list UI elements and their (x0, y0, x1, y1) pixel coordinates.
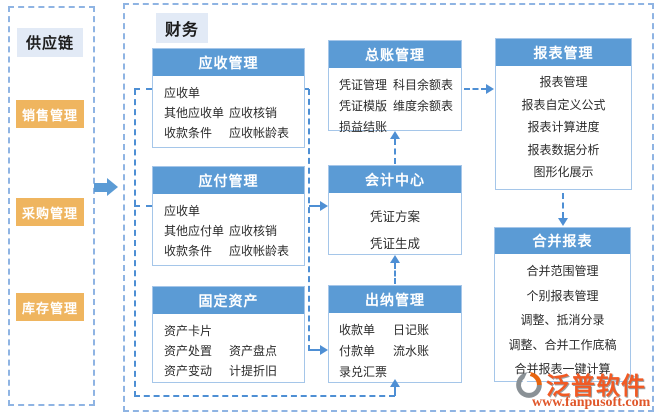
box-consolidated-items: 合并范围管理 个别报表管理 调整、抵消分录 调整、合并工作底稿 合并报表一键计算 (495, 254, 630, 382)
box-fixed-assets: 固定资产 资产卡片 资产处置 资产盘点 资产变动 计提折旧 (152, 286, 305, 383)
sidebar-item-sales: 销售管理 (16, 100, 84, 128)
box-cashier-items: 收款单 日记账 付款单 流水账 录兑汇票 (329, 313, 461, 383)
diagram-item: 维度余额表 (393, 99, 454, 113)
diagram-item: 收款单 (339, 323, 376, 337)
box-payables-items: 应收单 其他应付单 应收核销 收款条件 应收帐龄表 (153, 194, 304, 261)
diagram-item: 个别报表管理 (526, 288, 599, 303)
connector-reports-to-consolidated-line (562, 193, 564, 218)
diagram-item: 调整、合并工作底稿 (508, 337, 617, 352)
diagram-item: 日记账 (393, 323, 430, 337)
diagram-item: 凭证管理 (339, 78, 388, 92)
arrow-into-cashier-bottom-icon (390, 379, 400, 387)
vendor-name: 泛普软件 (546, 373, 646, 400)
box-general-ledger-header: 总账管理 (329, 41, 461, 68)
box-payables: 应付管理 应收单 其他应付单 应收核销 收款条件 应收帐龄表 (152, 166, 305, 266)
connector-left-rail (134, 89, 136, 397)
fanpu-logo-icon (516, 372, 542, 398)
box-cashier: 出纳管理 收款单 日记账 付款单 流水账 录兑汇票 (328, 285, 462, 383)
box-accounting-center-header: 会计中心 (329, 166, 461, 193)
diagram-item: 科目余额表 (393, 78, 454, 92)
diagram-item: 报表管理 (539, 75, 588, 89)
connector-receivables-right-stub (305, 88, 309, 90)
diagram-item: 付款单 (339, 344, 376, 358)
diagram-item: 其他应收单 (164, 106, 225, 120)
diagram-item: 资产卡片 (164, 324, 213, 338)
diagram-item: 报表数据分析 (527, 142, 600, 157)
flow-arrow-tip-icon (107, 178, 118, 196)
diagram-item: 合并范围管理 (526, 264, 599, 278)
box-receivables: 应收管理 应收单 其他应收单 应收核销 收款条件 应收帐龄表 (152, 48, 305, 148)
diagram-item: 资产盘点 (229, 344, 278, 358)
diagram-item: 报表计算进度 (527, 120, 600, 134)
arrow-into-reports-icon (486, 84, 494, 94)
arrow-into-consolidated-icon (558, 218, 568, 226)
diagram-item: 损益结账 (339, 120, 388, 134)
connector-accounting-to-ledger-line (394, 139, 396, 164)
connector-cashier-bottom-line (394, 387, 396, 396)
flow-arrow-icon (94, 183, 107, 192)
arrow-into-cashier-icon (320, 345, 328, 355)
box-fixed-assets-header: 固定资产 (153, 287, 304, 314)
diagram-item: 资产处置 (164, 344, 213, 358)
box-consolidated-header: 合并报表 (495, 228, 630, 254)
diagram-item (229, 201, 302, 221)
box-payables-header: 应付管理 (153, 167, 304, 194)
diagram-item: 流水账 (393, 344, 430, 358)
diagram-item (393, 117, 459, 138)
diagram-item: 应收帐龄表 (229, 126, 290, 140)
supply-chain-title: 供应链 (17, 28, 83, 57)
connector-middle-rail (308, 89, 310, 351)
diagram-item: 资产变动 (164, 364, 213, 378)
sidebar-item-inventory: 库存管理 (16, 293, 84, 321)
diagram-item: 收款条件 (164, 126, 213, 140)
diagram-item: 图形化展示 (533, 165, 594, 179)
connector-to-accounting-line (309, 205, 321, 207)
diagram-item: 凭证生成 (369, 237, 420, 251)
sidebar-item-purchase: 采购管理 (16, 198, 84, 226)
vendor-url: www.fanpusoft.com (532, 395, 651, 410)
connector-cashier-to-accounting-line (394, 263, 396, 284)
connector-receivables-stub (134, 88, 152, 90)
diagram-item: 应收帐龄表 (229, 244, 290, 258)
diagram-item: 凭证方案 (369, 210, 420, 224)
box-cashier-header: 出纳管理 (329, 286, 461, 313)
box-accounting-center: 会计中心 凭证方案 凭证生成 (328, 165, 462, 255)
box-consolidated: 合并报表 合并范围管理 个别报表管理 调整、抵消分录 调整、合并工作底稿 合并报… (494, 227, 631, 382)
diagram-item: 应收核销 (229, 106, 278, 120)
box-accounting-center-items: 凭证方案 凭证生成 (329, 193, 461, 258)
diagram-item (393, 362, 459, 383)
finance-title: 财务 (156, 13, 208, 43)
diagram-item: 调整、抵消分录 (520, 313, 605, 327)
diagram-item: 合并报表一键计算 (514, 362, 611, 376)
diagram-item: 应收单 (164, 204, 201, 218)
box-reports-items: 报表管理 报表自定义公式 报表计算进度 报表数据分析 图形化展示 (496, 66, 631, 184)
box-fixed-assets-items: 资产卡片 资产处置 资产盘点 资产变动 计提折旧 (153, 314, 304, 381)
box-general-ledger: 总账管理 凭证管理 科目余额表 凭证模版 维度余额表 损益结账 (328, 40, 462, 134)
connector-to-cashier-line (309, 349, 321, 351)
box-reports-header: 报表管理 (496, 39, 631, 66)
connector-bottom-rail (134, 395, 395, 397)
arrow-into-accounting-bottom-icon (390, 255, 400, 263)
diagram-item: 录兑汇票 (339, 365, 388, 379)
diagram-item: 计提折旧 (229, 364, 278, 378)
diagram-item: 收款条件 (164, 244, 213, 258)
box-receivables-header: 应收管理 (153, 49, 304, 76)
supply-chain-panel (8, 6, 95, 406)
diagram-item (229, 83, 302, 103)
diagram-item (229, 321, 302, 341)
box-general-ledger-items: 凭证管理 科目余额表 凭证模版 维度余额表 损益结账 (329, 68, 461, 138)
box-receivables-items: 应收单 其他应收单 应收核销 收款条件 应收帐龄表 (153, 76, 304, 143)
arrow-into-accounting-icon (320, 201, 328, 211)
vendor-logo: 泛普软件 www.fanpusoft.com (512, 366, 657, 416)
arrow-into-ledger-icon (390, 131, 400, 139)
diagram-item: 凭证模版 (339, 99, 388, 113)
diagram-item: 报表自定义公式 (521, 97, 606, 112)
connector-payables-stub (134, 205, 152, 207)
diagram-item: 其他应付单 (164, 224, 225, 238)
diagram-item: 应收单 (164, 86, 201, 100)
diagram-item: 应收核销 (229, 224, 278, 238)
box-reports: 报表管理 报表管理 报表自定义公式 报表计算进度 报表数据分析 图形化展示 (495, 38, 632, 190)
connector-ledger-to-reports-line (464, 88, 487, 90)
finance-panel (123, 3, 654, 412)
